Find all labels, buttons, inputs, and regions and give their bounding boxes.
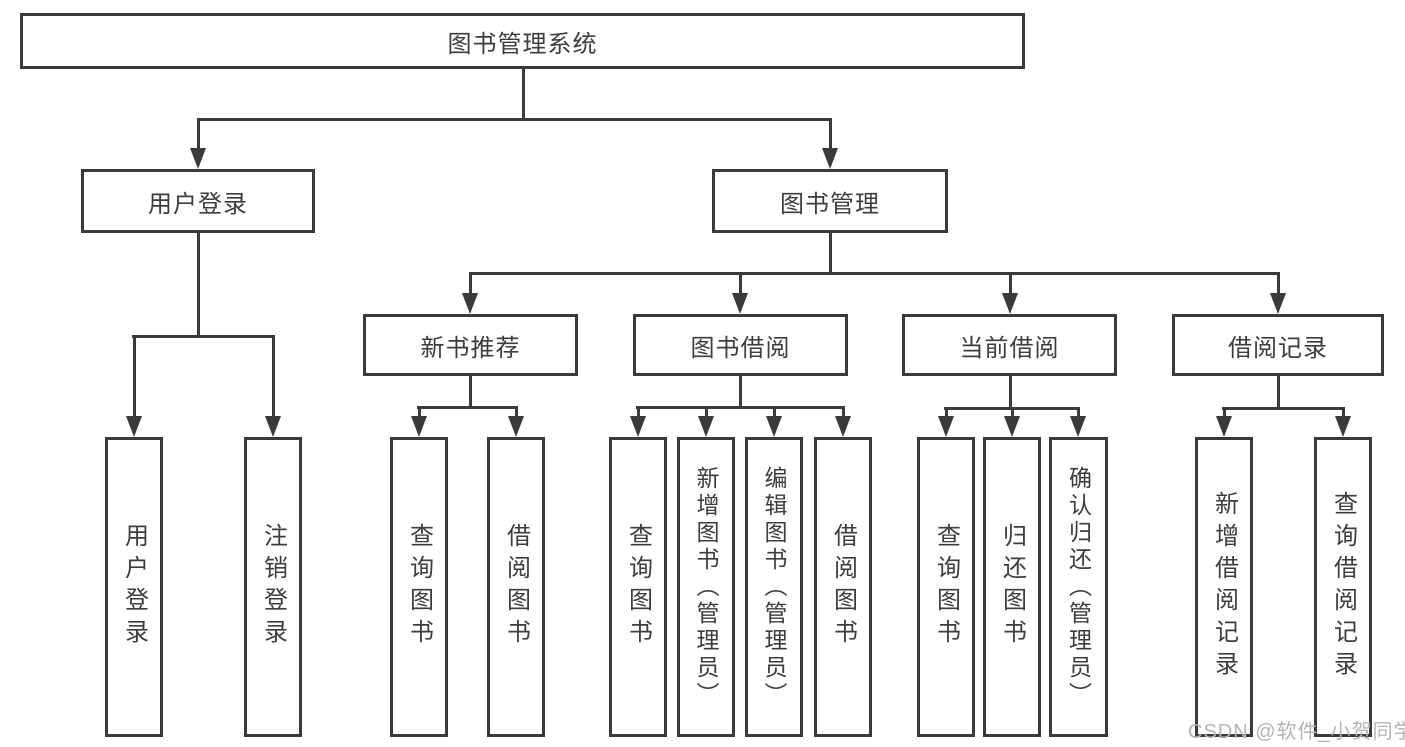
leaf-confirm-return-admin-label: 确认归还（管理员） [1065,465,1092,709]
connector-vline [271,335,275,421]
node-root-label: 图书管理系统 [447,30,598,58]
connector-vline [521,68,525,121]
leaf-query-book-2: 查询图书 [609,437,667,737]
connector-vline [1008,272,1012,298]
connector-vline [468,272,472,298]
connector-vline [132,335,136,421]
leaf-borrow-book-1-label: 借阅图书 [502,523,530,651]
arrow-down-icon [190,148,206,169]
arrow-down-icon [411,416,427,437]
leaf-add-borrow-record: 新增借阅记录 [1195,437,1253,737]
arrow-down-icon [126,416,142,437]
leaf-query-book-2-label: 查询图书 [624,523,652,651]
connector-vline [738,272,742,298]
leaf-logout: 注销登录 [244,437,302,737]
leaf-query-book-1: 查询图书 [390,437,448,737]
connector-vline [1010,407,1014,421]
node-book-borrow-label: 图书借阅 [690,334,791,362]
leaf-query-book-1-label: 查询图书 [405,523,433,651]
connector-vline [944,407,948,421]
node-new-book-recommend-label: 新书推荐 [420,334,521,362]
node-borrow-record-label: 借阅记录 [1228,334,1328,362]
arrow-down-icon [1216,416,1232,437]
connector-hline [197,118,832,121]
connector-vline [636,406,640,421]
leaf-query-book-3: 查询图书 [917,437,975,737]
node-root: 图书管理系统 [20,13,1025,69]
connector-vline [1276,376,1280,410]
connector-vline [196,233,200,338]
arrow-down-icon [508,416,524,437]
leaf-return-book-label: 归还图书 [998,523,1026,651]
connector-vline [468,376,472,409]
arrow-down-icon [938,416,954,437]
leaf-return-book: 归还图书 [983,437,1041,737]
leaf-add-borrow-record-label: 新增借阅记录 [1210,491,1238,683]
arrow-down-icon [1004,416,1020,437]
watermark: CSDN @软件_小贺同学 [1188,721,1405,743]
arrow-down-icon [630,416,646,437]
connector-vline [828,233,832,275]
connector-vline [1008,376,1012,410]
node-book-management-label: 图书管理 [780,190,880,218]
connector-hline [636,406,845,409]
leaf-query-book-3-label: 查询图书 [932,523,960,651]
connector-vline [417,406,421,421]
arrow-down-icon [265,416,281,437]
connector-vline [196,118,200,153]
connector-vline [1341,407,1345,421]
node-current-borrow: 当前借阅 [902,314,1117,376]
connector-vline [772,406,776,421]
leaf-user-login-label: 用户登录 [120,523,148,651]
node-book-borrow: 图书借阅 [633,314,848,376]
arrow-down-icon [766,416,782,437]
node-borrow-record: 借阅记录 [1172,314,1384,376]
connector-vline [841,406,845,421]
connector-vline [1076,407,1080,421]
arrow-down-icon [1270,293,1286,314]
connector-vline [514,406,518,421]
leaf-edit-book-admin: 编辑图书（管理员） [745,437,803,737]
connector-vline [704,406,708,421]
arrow-down-icon [1002,293,1018,314]
arrow-down-icon [462,293,478,314]
arrow-down-icon [1070,416,1086,437]
leaf-add-book-admin-label: 新增图书（管理员） [693,465,719,709]
node-user-login: 用户登录 [81,169,315,233]
leaf-add-book-admin: 新增图书（管理员） [677,437,735,737]
connector-vline [1222,407,1226,421]
connector-vline [738,376,742,409]
connector-hline [469,272,1280,275]
arrow-down-icon [822,148,838,169]
leaf-borrow-book-2: 借阅图书 [814,437,872,737]
connector-hline [417,406,518,409]
arrow-down-icon [1335,416,1351,437]
node-book-management: 图书管理 [712,169,948,233]
leaf-query-borrow-record: 查询借阅记录 [1314,437,1372,737]
leaf-borrow-book-2-label: 借阅图书 [829,523,857,651]
arrow-down-icon [698,416,714,437]
leaf-query-borrow-record-label: 查询借阅记录 [1329,491,1357,683]
connector-vline [1276,272,1280,298]
leaf-borrow-book-1: 借阅图书 [487,437,545,737]
connector-vline [828,118,832,153]
leaf-confirm-return-admin: 确认归还（管理员） [1049,437,1108,737]
leaf-logout-label: 注销登录 [259,523,287,651]
leaf-user-login: 用户登录 [105,437,163,737]
node-current-borrow-label: 当前借阅 [959,334,1060,362]
connector-hline [1222,407,1345,410]
arrow-down-icon [732,293,748,314]
leaf-edit-book-admin-label: 编辑图书（管理员） [761,465,787,709]
node-new-book-recommend: 新书推荐 [363,314,578,376]
connector-hline [132,335,275,338]
node-user-login-label: 用户登录 [148,190,248,218]
arrow-down-icon [835,416,851,437]
